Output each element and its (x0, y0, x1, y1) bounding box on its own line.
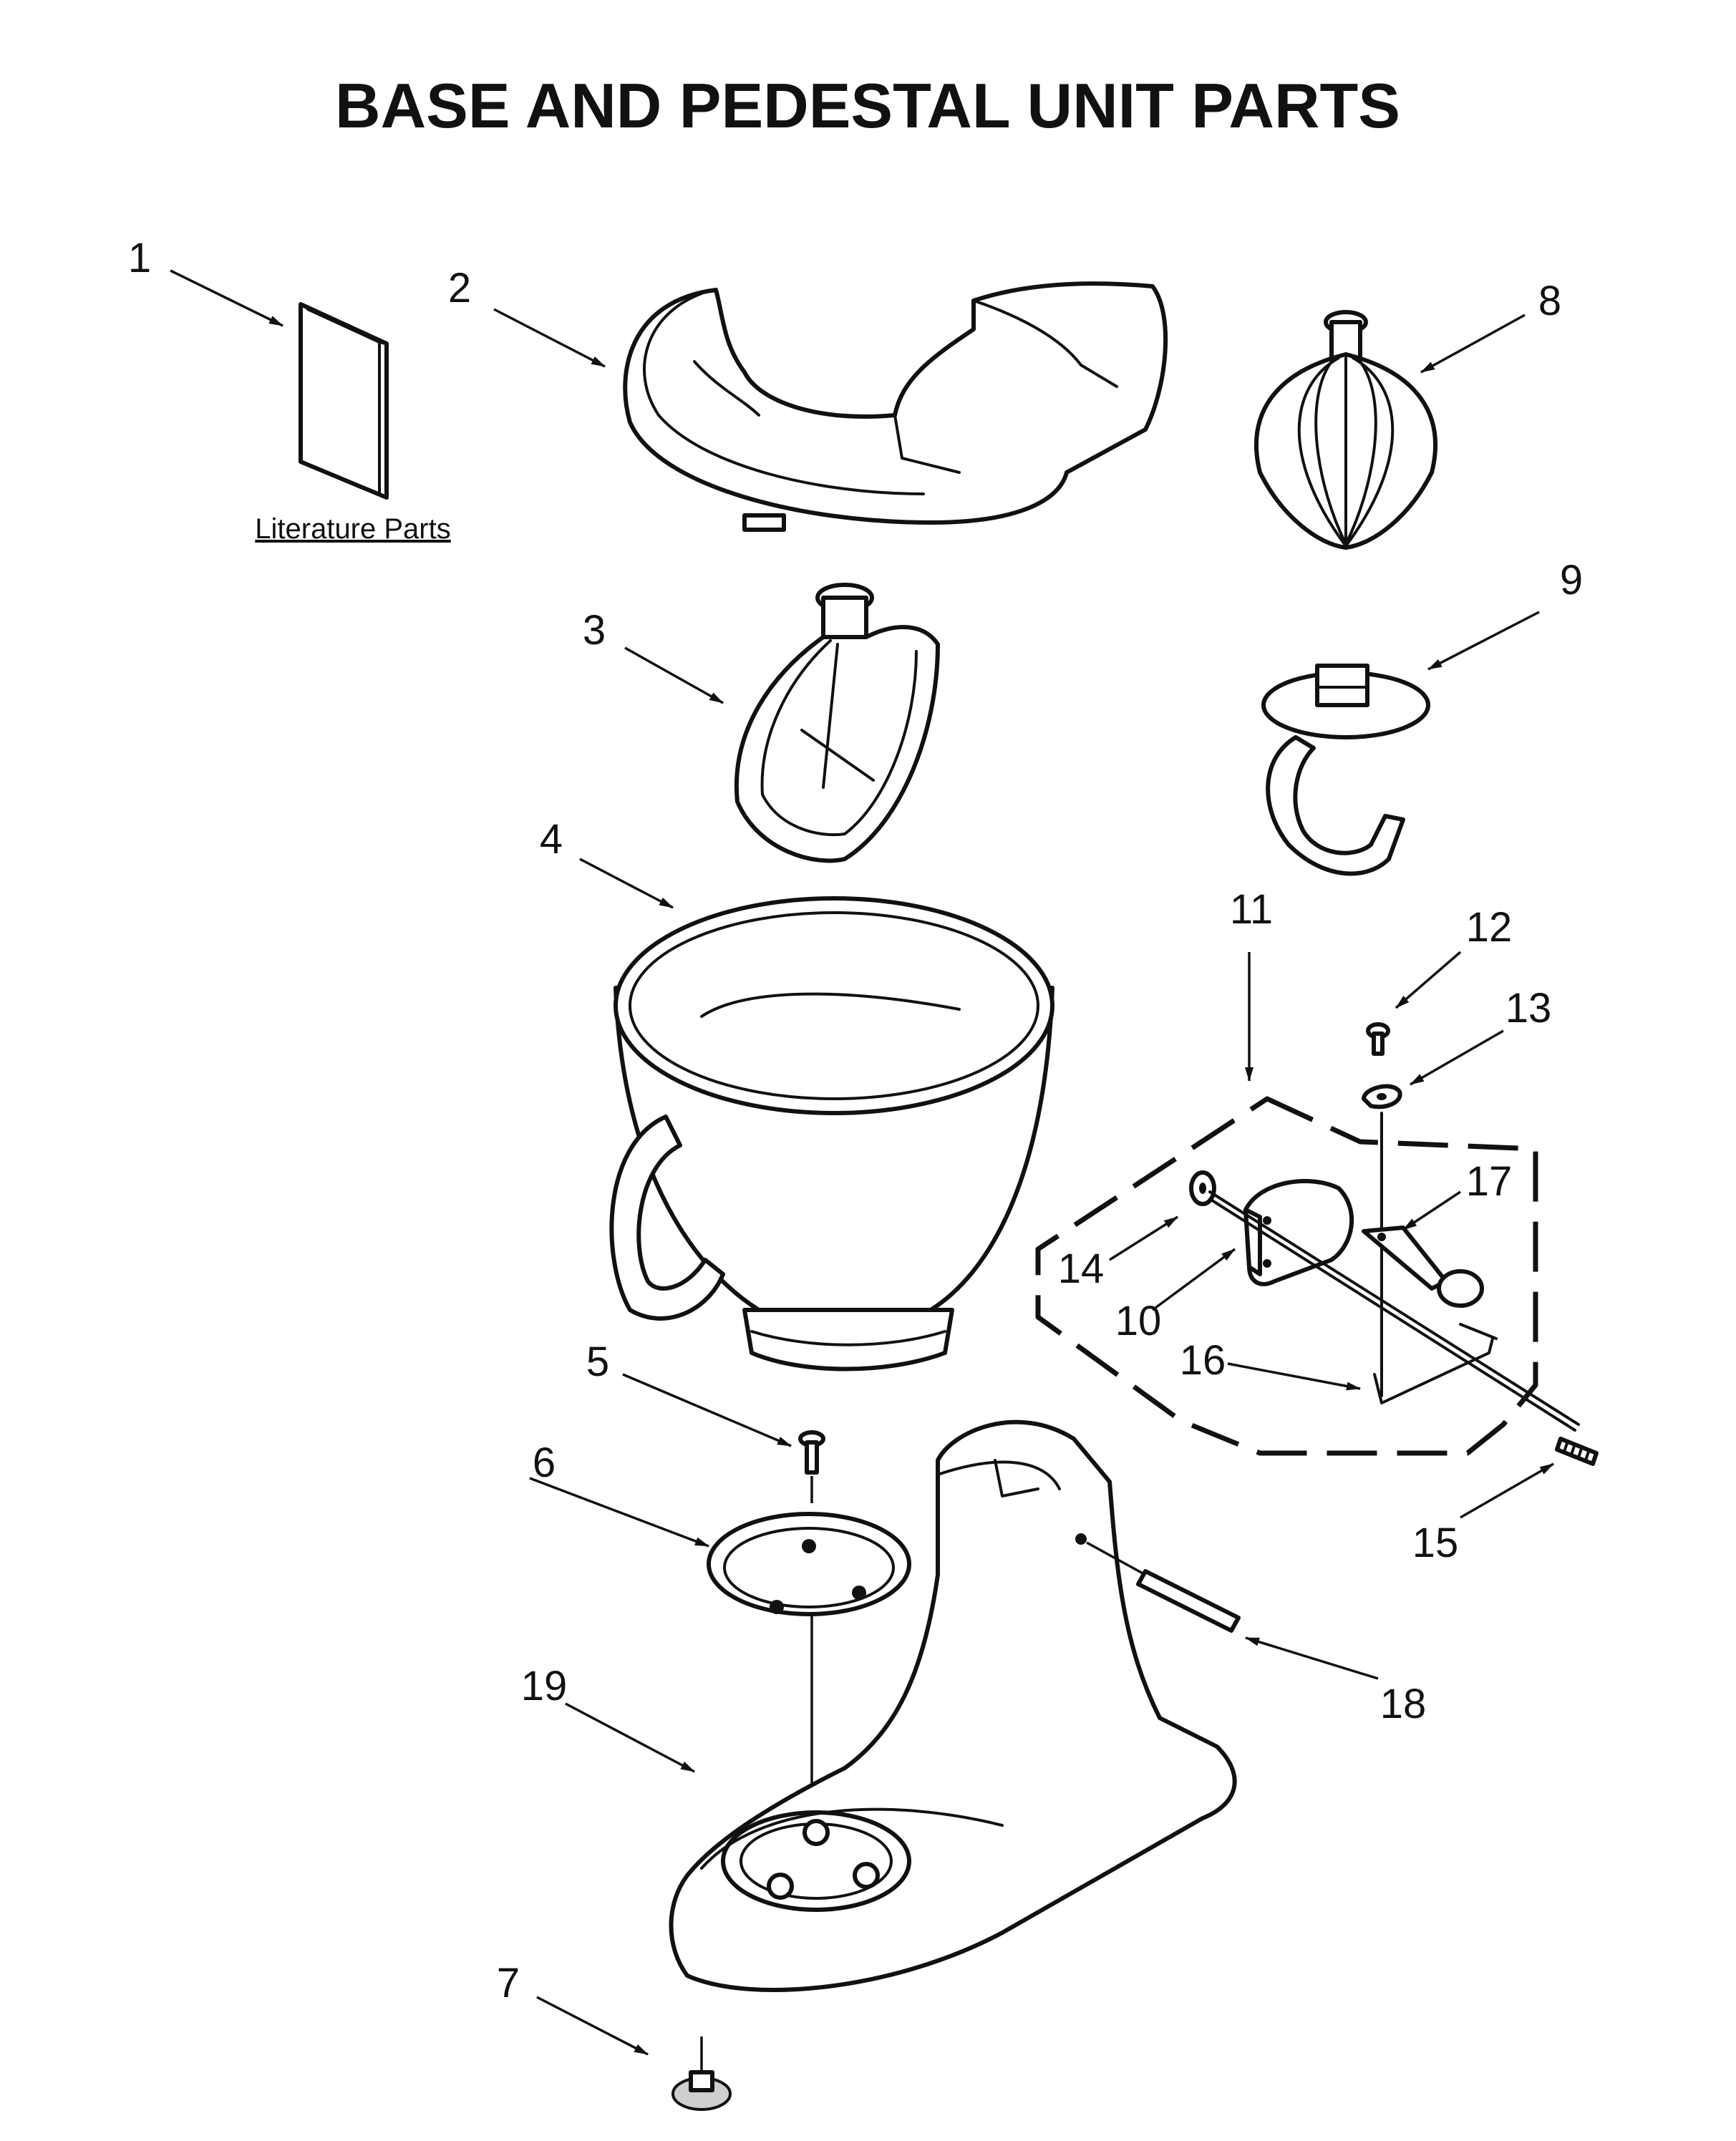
rubber-foot (671, 2036, 732, 2111)
callout-1: 1 (128, 235, 151, 281)
callout-7: 7 (497, 1960, 520, 2006)
callout-18: 18 (1380, 1681, 1427, 1727)
callout-14: 14 (1058, 1246, 1105, 1292)
washer-14 (1189, 1170, 1216, 1206)
callout-2: 2 (448, 265, 471, 311)
screw-5 (798, 1430, 825, 1503)
literature-booklet (299, 302, 389, 500)
callout-10: 10 (1115, 1298, 1162, 1344)
literature-parts-label: Literature Parts (255, 513, 450, 545)
callout-3: 3 (583, 607, 606, 654)
page-title: BASE AND PEDESTAL UNIT PARTS (335, 70, 1400, 141)
wire-whip (1254, 310, 1437, 550)
bowl-support-assembly-box (1035, 1096, 1538, 1456)
mixing-bowl (609, 896, 1054, 1371)
callout-19: 19 (521, 1663, 568, 1709)
screw-12 (1366, 1022, 1390, 1056)
callout-5: 5 (586, 1339, 609, 1385)
callout-11: 11 (1230, 886, 1273, 933)
dough-hook (1261, 664, 1430, 876)
pedestal (669, 1419, 1237, 1992)
callout-16: 16 (1180, 1337, 1226, 1384)
leader-lines (170, 269, 1554, 2056)
flat-beater (734, 583, 940, 863)
hinge-pin (1086, 1541, 1241, 1633)
threaded-rod (1555, 1437, 1599, 1466)
callout-13: 13 (1505, 985, 1552, 1031)
callout-6: 6 (533, 1440, 556, 1486)
pouring-shield (623, 281, 1168, 532)
clamp-plate (707, 1512, 911, 1804)
callout-12: 12 (1466, 904, 1513, 951)
callout-15: 15 (1412, 1520, 1459, 1566)
callout-4: 4 (540, 816, 563, 863)
shaft-assembly (1208, 1112, 1580, 1432)
lever-17 (1362, 1225, 1484, 1308)
callout-17: 17 (1466, 1158, 1513, 1205)
callout-8: 8 (1538, 278, 1561, 324)
bracket-10 (1243, 1179, 1354, 1286)
callout-9: 9 (1560, 557, 1583, 603)
washer-13 (1362, 1084, 1402, 1110)
